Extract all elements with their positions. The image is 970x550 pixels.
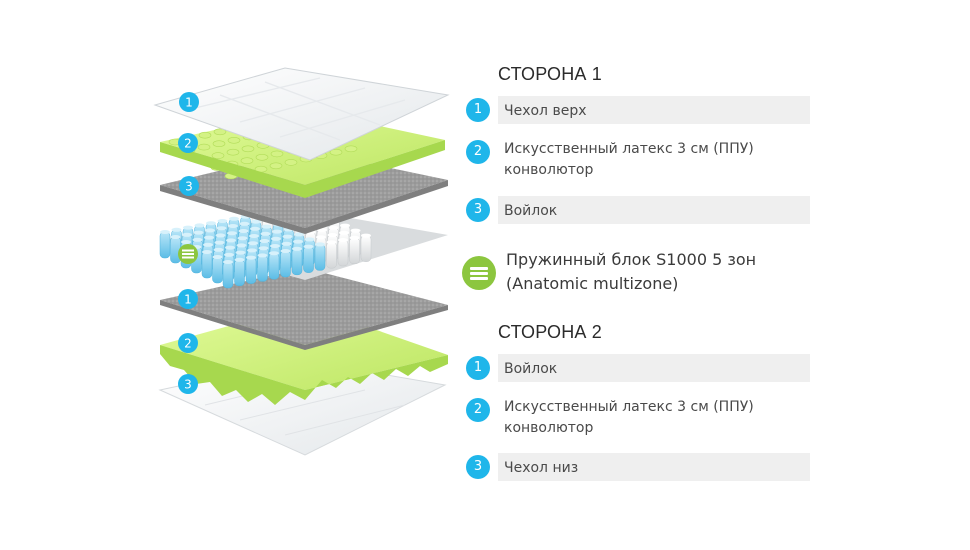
mattress-layers-illustration: 1 2 3 1 2 3: [0, 0, 470, 546]
layer-number-badge: 2: [178, 333, 198, 353]
svg-text:2: 2: [184, 137, 192, 151]
spring-coil: [245, 255, 257, 284]
svg-text:2: 2: [184, 337, 192, 351]
svg-text:1: 1: [185, 96, 193, 110]
spring-coil: [303, 244, 314, 273]
spring-coil: [268, 251, 280, 280]
number-badge: 1: [466, 98, 490, 122]
layer-bar: [498, 453, 810, 481]
side1-layer-2: 2 Искусственный латекс 3 см (ППУ) конвол…: [462, 138, 810, 182]
svg-text:1: 1: [184, 293, 192, 307]
layer-bar: [498, 196, 810, 224]
spring-coil: [337, 238, 349, 267]
spring-coil: [234, 257, 245, 287]
layer-number-badge: 1: [178, 289, 198, 309]
spring-coil: [349, 235, 360, 265]
side1-title: СТОРОНА 1: [498, 64, 603, 84]
spring-block-icon: [178, 244, 198, 264]
layer-number-badge: 2: [178, 133, 198, 153]
spring-coil: [360, 233, 372, 262]
spring-coil: [257, 253, 268, 282]
layer-label: Искусственный латекс 3 см (ППУ) конволют…: [504, 141, 754, 178]
felt-bottom-layer: [160, 268, 448, 350]
layer-label: Чехол низ: [504, 460, 579, 476]
svg-text:3: 3: [185, 180, 193, 194]
side1-layer-3: 3 Войлок: [462, 196, 810, 224]
side2-layer-3: 3 Чехол низ: [462, 453, 810, 481]
side2-layer-2: 2 Искусственный латекс 3 см (ППУ) конвол…: [462, 396, 810, 440]
layer-bar: [498, 96, 810, 124]
mattress-exploded-view: 1 2 3 1 2 3: [153, 67, 450, 456]
layer-label: Войлок: [504, 203, 558, 219]
layer-label: Чехол верх: [504, 103, 587, 119]
layer-bar: [498, 354, 810, 382]
pocket-springs: [159, 203, 372, 289]
spring-coil: [291, 246, 303, 276]
layers-legend-panel: СТОРОНА 1 1 Чехол верх 2 Искусственный л…: [462, 0, 822, 546]
layer-number-badge: 3: [179, 176, 199, 196]
spring-coil: [212, 255, 223, 284]
spring-block-row: Пружинный блок S1000 5 зон (Anatomic mul…: [462, 248, 810, 302]
spring-coil: [280, 249, 291, 278]
layer-label: Искусственный латекс 3 см (ППУ) конволют…: [504, 399, 754, 436]
layer-number-badge: 3: [178, 374, 198, 394]
spring-coil: [326, 240, 337, 269]
number-badge: 2: [466, 140, 490, 164]
top-cover-layer: [153, 67, 450, 161]
spring-coil: [201, 250, 213, 279]
spring-block-icon: [462, 256, 496, 290]
layer-badges: 1 2 3 1 2 3: [178, 92, 199, 394]
layer-label: Войлок: [504, 361, 558, 377]
number-badge: 2: [466, 398, 490, 422]
side2-layer-1: 1 Войлок: [462, 354, 810, 382]
spring-coil: [222, 260, 234, 289]
spring-coil: [170, 235, 181, 264]
side1-layer-1: 1 Чехол верх: [462, 96, 810, 124]
svg-text:3: 3: [184, 378, 192, 392]
number-badge: 3: [466, 198, 490, 222]
spring-coil: [314, 242, 326, 271]
spring-block-label: Пружинный блок S1000 5 зон (Anatomic mul…: [506, 250, 757, 293]
spring-coil: [159, 230, 171, 259]
number-badge: 1: [466, 356, 490, 380]
layer-number-badge: 1: [179, 92, 199, 112]
side2-title: СТОРОНА 2: [498, 322, 603, 342]
spring-block-layer: [159, 203, 448, 289]
number-badge: 3: [466, 455, 490, 479]
